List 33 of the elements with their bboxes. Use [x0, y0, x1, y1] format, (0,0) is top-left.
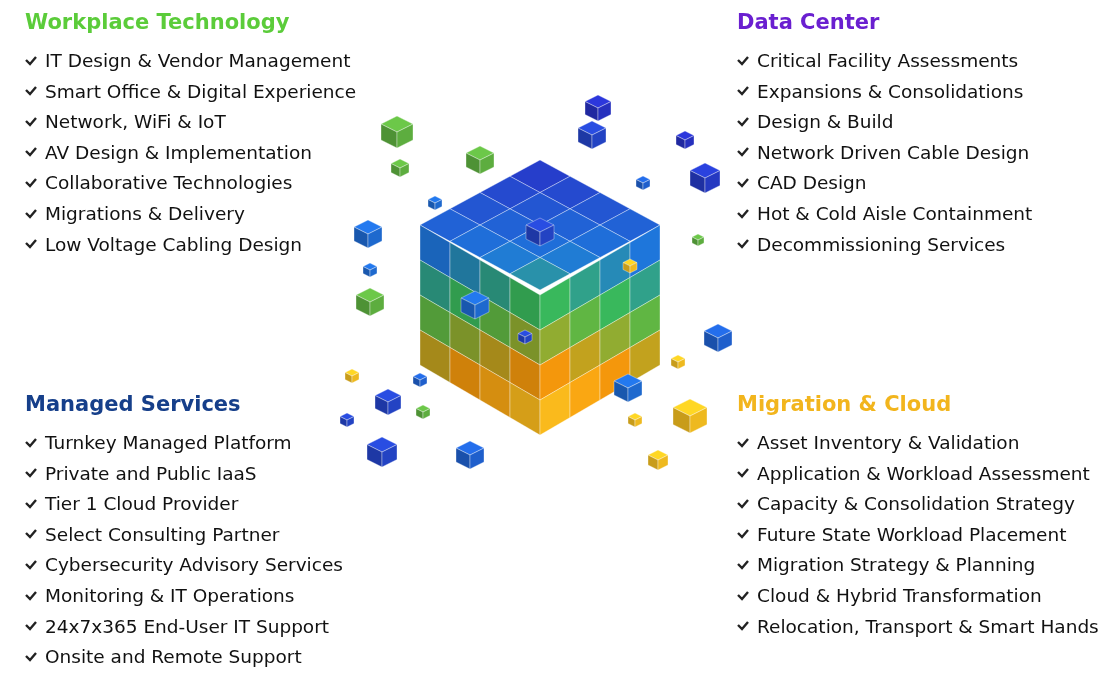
section-heading: Data Center [737, 10, 880, 34]
list-item: CAD Design [757, 172, 867, 194]
list-item: Select Consulting Partner [45, 523, 280, 545]
list-item: Future State Workload Placement [757, 523, 1067, 545]
list-item: Hot & Cold Aisle Containment [757, 203, 1033, 224]
list-item: Critical Facility Assessments [757, 50, 1019, 71]
list-item: Expansions & Consolidations [757, 80, 1024, 102]
list-item: Cloud & Hybrid Transformation [757, 585, 1042, 606]
section-heading: Workplace Technology [25, 10, 290, 34]
list-item: Cybersecurity Advisory Services [45, 554, 343, 576]
list-item: Application & Workload Assessment [757, 462, 1090, 484]
list-item: Turnkey Managed Platform [45, 432, 292, 453]
list-item: 24x7x365 End-User IT Support [45, 615, 330, 637]
list-item: Private and Public IaaS [45, 462, 257, 484]
list-item: Network Driven Cable Design [757, 141, 1030, 163]
list-item: AV Design & Implementation [45, 141, 312, 163]
list-item: Design & Build [757, 111, 894, 133]
list-item: IT Design & Vendor Management [45, 50, 351, 71]
list-item: Asset Inventory & Validation [757, 432, 1020, 453]
list-item: Relocation, Transport & Smart Hands [757, 615, 1099, 637]
list-item: Migration Strategy & Planning [757, 554, 1036, 576]
section-heading: Managed Services [25, 392, 241, 416]
list-item: Decommissioning Services [757, 233, 1006, 255]
section-heading: Migration & Cloud [737, 392, 952, 416]
list-item: Network, WiFi & IoT [45, 111, 226, 133]
list-item: Smart Office & Digital Experience [45, 80, 357, 102]
list-item: Onsite and Remote Support [45, 646, 302, 668]
list-item: Tier 1 Cloud Provider [45, 493, 239, 515]
list-item: Collaborative Technologies [45, 172, 293, 194]
list-item: Low Voltage Cabling Design [45, 233, 303, 255]
list-item: Migrations & Delivery [45, 203, 245, 224]
list-item: Capacity & Consolidation Strategy [757, 493, 1075, 515]
list-item: Monitoring & IT Operations [45, 585, 295, 606]
